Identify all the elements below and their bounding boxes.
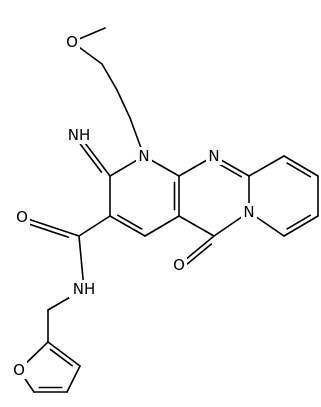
- atom-label-imine: NH: [68, 126, 91, 144]
- atom-amide-nh: NH: [69, 280, 98, 298]
- bond-c3-c4-second: [117, 214, 143, 230]
- bond-c7-c6: [283, 215, 319, 237]
- bond-ring-co-second: [186, 243, 213, 265]
- bond-amide-co-second: [28, 223, 70, 239]
- bond-furan-c2c3-second: [49, 348, 73, 367]
- atom-imine-nh: NH: [57, 126, 100, 144]
- bond-n2-c9a-second: [216, 162, 242, 178]
- bond-c5-c4a: [178, 215, 215, 237]
- atom-label-ring-n2: N: [208, 147, 219, 165]
- bond-amide-co: [21, 216, 80, 237]
- atom-ring-n1: N: [136, 147, 152, 165]
- atom-ring-n2: N: [206, 147, 222, 165]
- bond-layer: [18, 27, 319, 393]
- bond-imine-second: [79, 143, 103, 173]
- bond-c9-c8-second: [286, 162, 312, 178]
- atom-label-ring-n3: N: [243, 203, 254, 221]
- atom-label-methoxy-o: O: [66, 33, 78, 51]
- bond-c4-c4a: [144, 215, 180, 237]
- atom-ring-n3: N: [241, 203, 257, 221]
- bond-furan-c3c4: [66, 365, 81, 393]
- bond-furan-c2c3: [47, 341, 81, 367]
- bond-c9-c8: [283, 155, 319, 177]
- atom-label-ring-carbonyl-o: O: [173, 256, 185, 274]
- bond-chain-2: [116, 89, 131, 119]
- atom-label-amide-carbonyl-o: O: [16, 208, 28, 226]
- atom-label-amide-n: NH: [73, 280, 96, 298]
- atom-furan-o: O: [11, 361, 27, 379]
- bond-c9a-c9: [248, 155, 285, 177]
- atom-label-furan-o: O: [13, 361, 25, 379]
- bond-c3-carbonyl: [78, 215, 111, 237]
- atom-label-layer: O N N N NH O NH O: [11, 33, 257, 379]
- atom-label-ring-n1: N: [138, 147, 149, 165]
- atom-ring-carbonyl-o: O: [171, 256, 187, 274]
- atom-methoxy-o: O: [64, 33, 80, 51]
- bond-c7-c6-second: [286, 214, 312, 230]
- bond-chain-1: [101, 63, 118, 91]
- bond-c3-c4: [109, 215, 146, 237]
- atom-amide-carbonyl-o: O: [14, 208, 30, 226]
